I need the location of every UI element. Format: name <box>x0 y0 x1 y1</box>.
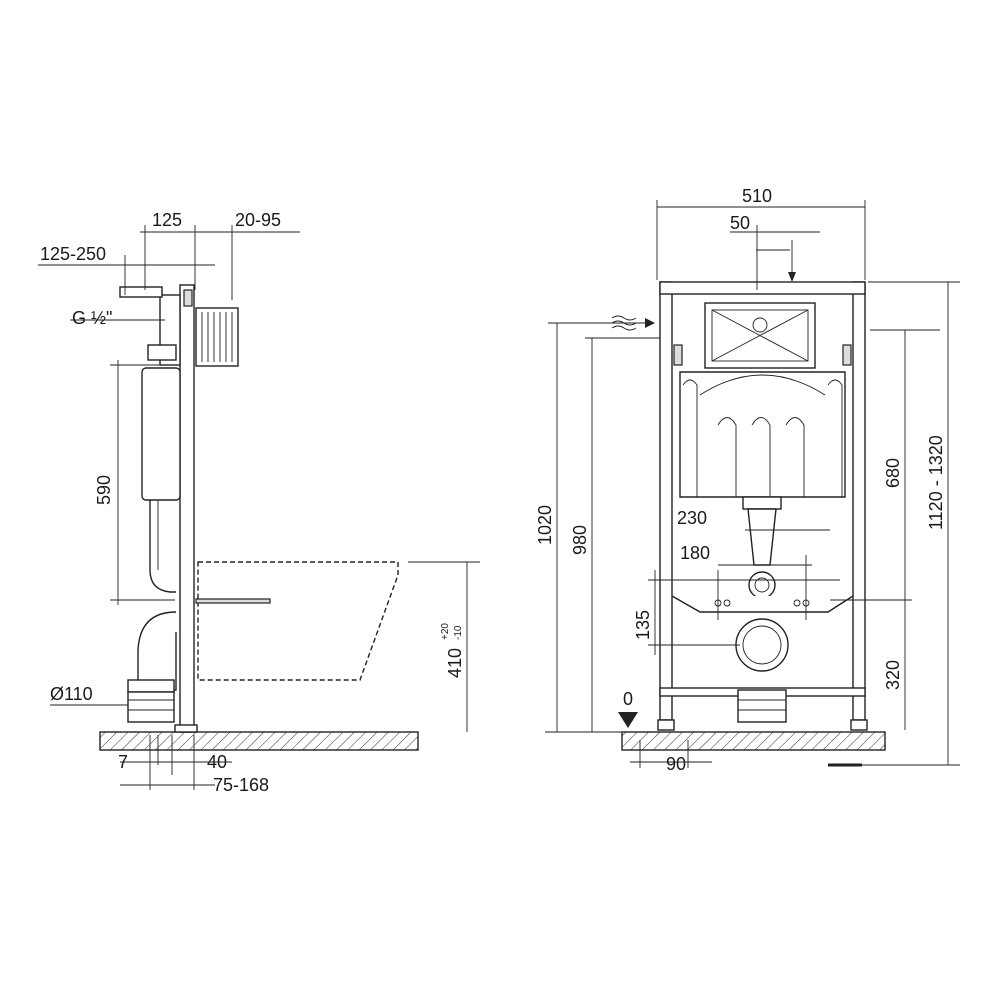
frame-top-rail <box>659 281 866 295</box>
elbow-outlet <box>137 611 177 691</box>
dim-410-tol-plus: +20 <box>440 623 451 640</box>
flush-pipe <box>149 500 176 593</box>
mounting-bolt <box>195 598 271 604</box>
dim-7: 7 <box>118 752 128 772</box>
drain-outlet <box>735 618 789 672</box>
inlet-valve <box>119 286 163 298</box>
dim-0: 0 <box>623 689 633 709</box>
dim-75-168: 75-168 <box>213 775 269 795</box>
side-view: 125 20-95 125-250 G ½" 590 Ø110 7 40 75-… <box>38 210 480 795</box>
bowl-bracket <box>671 595 854 613</box>
dim-410-tol-minus: -10 <box>453 625 464 640</box>
level-zero-marker-icon <box>618 712 638 728</box>
dim-510: 510 <box>742 186 772 206</box>
dim-135: 135 <box>633 610 653 640</box>
dim-320: 320 <box>883 660 903 690</box>
drain-pipe-front <box>737 689 787 723</box>
dim-410: 410 <box>445 648 465 678</box>
frame-right-post <box>852 281 866 721</box>
dim-230: 230 <box>677 508 707 528</box>
actuation-box <box>195 307 239 367</box>
toilet-bowl-outline <box>197 561 399 681</box>
dim-40: 40 <box>207 752 227 772</box>
dim-125: 125 <box>152 210 182 230</box>
dim-180: 180 <box>680 543 710 563</box>
cistern-tank <box>679 371 846 498</box>
dim-590: 590 <box>94 475 114 505</box>
frame-left-post <box>659 281 673 721</box>
floor-hatch <box>99 731 419 751</box>
access-cross <box>711 309 809 362</box>
dim-90: 90 <box>666 754 686 774</box>
mounting-frame <box>179 284 195 733</box>
cistern-body <box>141 367 181 501</box>
dim-680: 680 <box>883 458 903 488</box>
flush-plate-opening <box>704 302 816 369</box>
dim-125-250: 125-250 <box>40 244 106 264</box>
water-inlet-label: G ½" <box>72 308 112 328</box>
flush-pipe-front <box>747 508 777 566</box>
floor-hatch-front <box>621 731 886 751</box>
flush-outlet <box>748 571 776 599</box>
water-inlet-arrow-icon <box>611 315 637 331</box>
dim-50: 50 <box>730 213 750 233</box>
drain-pipe-110 <box>127 691 175 723</box>
dim-20-95: 20-95 <box>235 210 281 230</box>
dim-d110: Ø110 <box>50 684 93 704</box>
dim-980: 980 <box>570 525 590 555</box>
dim-1120-1320: 1120 - 1320 <box>926 435 946 530</box>
front-view: 510 50 1020 980 230 180 135 0 90 680 320… <box>535 186 960 774</box>
dim-1020: 1020 <box>535 505 555 545</box>
